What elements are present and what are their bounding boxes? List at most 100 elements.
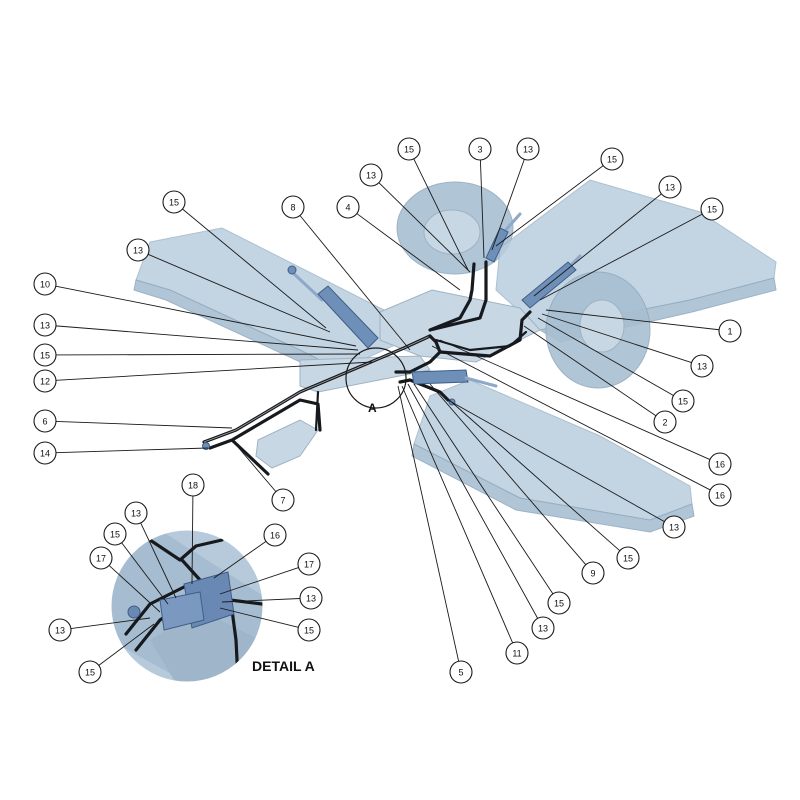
callout-number: 12: [40, 377, 50, 387]
callout-circle: [297, 618, 321, 642]
callout-circle: [271, 488, 295, 512]
callout-number: 15: [607, 155, 617, 165]
detail-a-marker-circle: [345, 347, 407, 409]
callout-number: 15: [623, 554, 633, 564]
callout-number: 13: [133, 246, 143, 256]
callout-number: 5: [458, 668, 463, 678]
callout-circle: [33, 369, 57, 393]
callout-circle: [162, 190, 186, 214]
callout-circle: [33, 441, 57, 465]
callout-d17-right: 17: [297, 552, 321, 576]
leader-c3: [479, 159, 485, 259]
detail-a-inset: [110, 529, 264, 683]
callout-c11: 11: [505, 641, 529, 665]
callout-number: 3: [477, 145, 482, 155]
leader-c13-left-mid: [55, 325, 359, 351]
callout-c15-right-low: 15: [616, 546, 640, 570]
hose-right-branch: [434, 330, 528, 352]
callout-circle: [718, 319, 742, 343]
callout-c13-right-top: 13: [658, 175, 682, 199]
front-deck: [413, 379, 693, 521]
callout-c8: 8: [281, 195, 305, 219]
callout-number: 6: [42, 417, 47, 427]
callout-c15-right-mid: 15: [671, 389, 695, 413]
mower-body: [133, 179, 777, 533]
callout-c15-left-top: 15: [162, 190, 186, 214]
callout-circle: [359, 163, 383, 187]
leader-c13-right-mid: [541, 313, 692, 364]
callout-circle: [449, 660, 473, 684]
callout-number: 13: [523, 145, 533, 155]
leader-c13-top-a: [378, 182, 471, 273]
leader-d15-right: [219, 607, 299, 628]
callout-circle: [468, 137, 492, 161]
callout-c1: 1: [718, 319, 742, 343]
callout-circle: [690, 354, 714, 378]
leader-d18: [191, 495, 194, 585]
callout-number: 13: [665, 183, 675, 193]
callout-number: 8: [290, 203, 295, 213]
hose-centre-up: [428, 260, 488, 332]
callout-number: 2: [662, 418, 667, 428]
callout-circle: [181, 473, 205, 497]
callout-circle: [600, 147, 624, 171]
leader-c11: [401, 385, 514, 644]
leader-c13-bottom: [407, 383, 539, 619]
front-arm: [255, 419, 319, 469]
callout-c13-left-mid: 13: [33, 313, 57, 337]
callout-circle: [547, 591, 571, 615]
callout-c12: 12: [33, 369, 57, 393]
callout-d18: 18: [181, 473, 205, 497]
leader-c2: [523, 325, 657, 417]
callout-c10: 10: [33, 272, 57, 296]
callout-number: 14: [40, 449, 50, 459]
callout-number: 4: [345, 203, 350, 213]
callout-d16: 16: [263, 523, 287, 547]
callout-number: 15: [404, 145, 414, 155]
callout-circle: [263, 523, 287, 547]
callout-number: 15: [554, 599, 564, 609]
callout-number: 15: [169, 198, 179, 208]
leader-c15-left-mid: [55, 353, 361, 356]
callout-circle: [516, 137, 540, 161]
callout-c6: 6: [33, 409, 57, 433]
callout-circle: [33, 313, 57, 337]
leader-c15-right-low: [437, 389, 621, 552]
callout-c16-a: 16: [708, 452, 732, 476]
callout-number: 13: [55, 626, 65, 636]
leader-c15-left-top: [182, 208, 327, 329]
leader-d13-right: [221, 598, 301, 603]
callout-number: 15: [678, 397, 688, 407]
detail-a-title: DETAIL A: [252, 658, 315, 674]
callout-number: 15: [707, 205, 717, 215]
callout-c15-right-top: 15: [700, 197, 724, 221]
callout-circle: [78, 660, 102, 684]
callout-number: 10: [40, 280, 50, 290]
callout-number: 16: [270, 531, 280, 541]
callout-circle: [662, 515, 686, 539]
callout-d13-right: 13: [299, 586, 323, 610]
chassis-beam: [299, 355, 431, 393]
hose-centre-drop: [314, 390, 320, 432]
callout-number: 15: [110, 530, 120, 540]
leader-d13-left: [70, 617, 151, 629]
callout-c13-right-mid: 13: [690, 354, 714, 378]
leader-d15-left: [121, 542, 169, 605]
callout-d13-top: 13: [124, 501, 148, 525]
leader-c16-b: [431, 345, 711, 491]
callout-circle: [281, 195, 305, 219]
callout-c16-b: 16: [708, 483, 732, 507]
leader-d17-right: [219, 567, 299, 595]
callout-number: 18: [188, 481, 198, 491]
callout-number: 13: [306, 594, 316, 604]
callout-c2: 2: [653, 410, 677, 434]
leader-c4: [356, 213, 461, 291]
callout-circle: [124, 501, 148, 525]
callout-c14: 14: [33, 441, 57, 465]
leader-c6: [55, 420, 233, 429]
leader-c13-top-b: [491, 159, 525, 251]
callout-c13-bottom: 13: [531, 616, 555, 640]
leader-c15-bottom: [413, 383, 554, 595]
